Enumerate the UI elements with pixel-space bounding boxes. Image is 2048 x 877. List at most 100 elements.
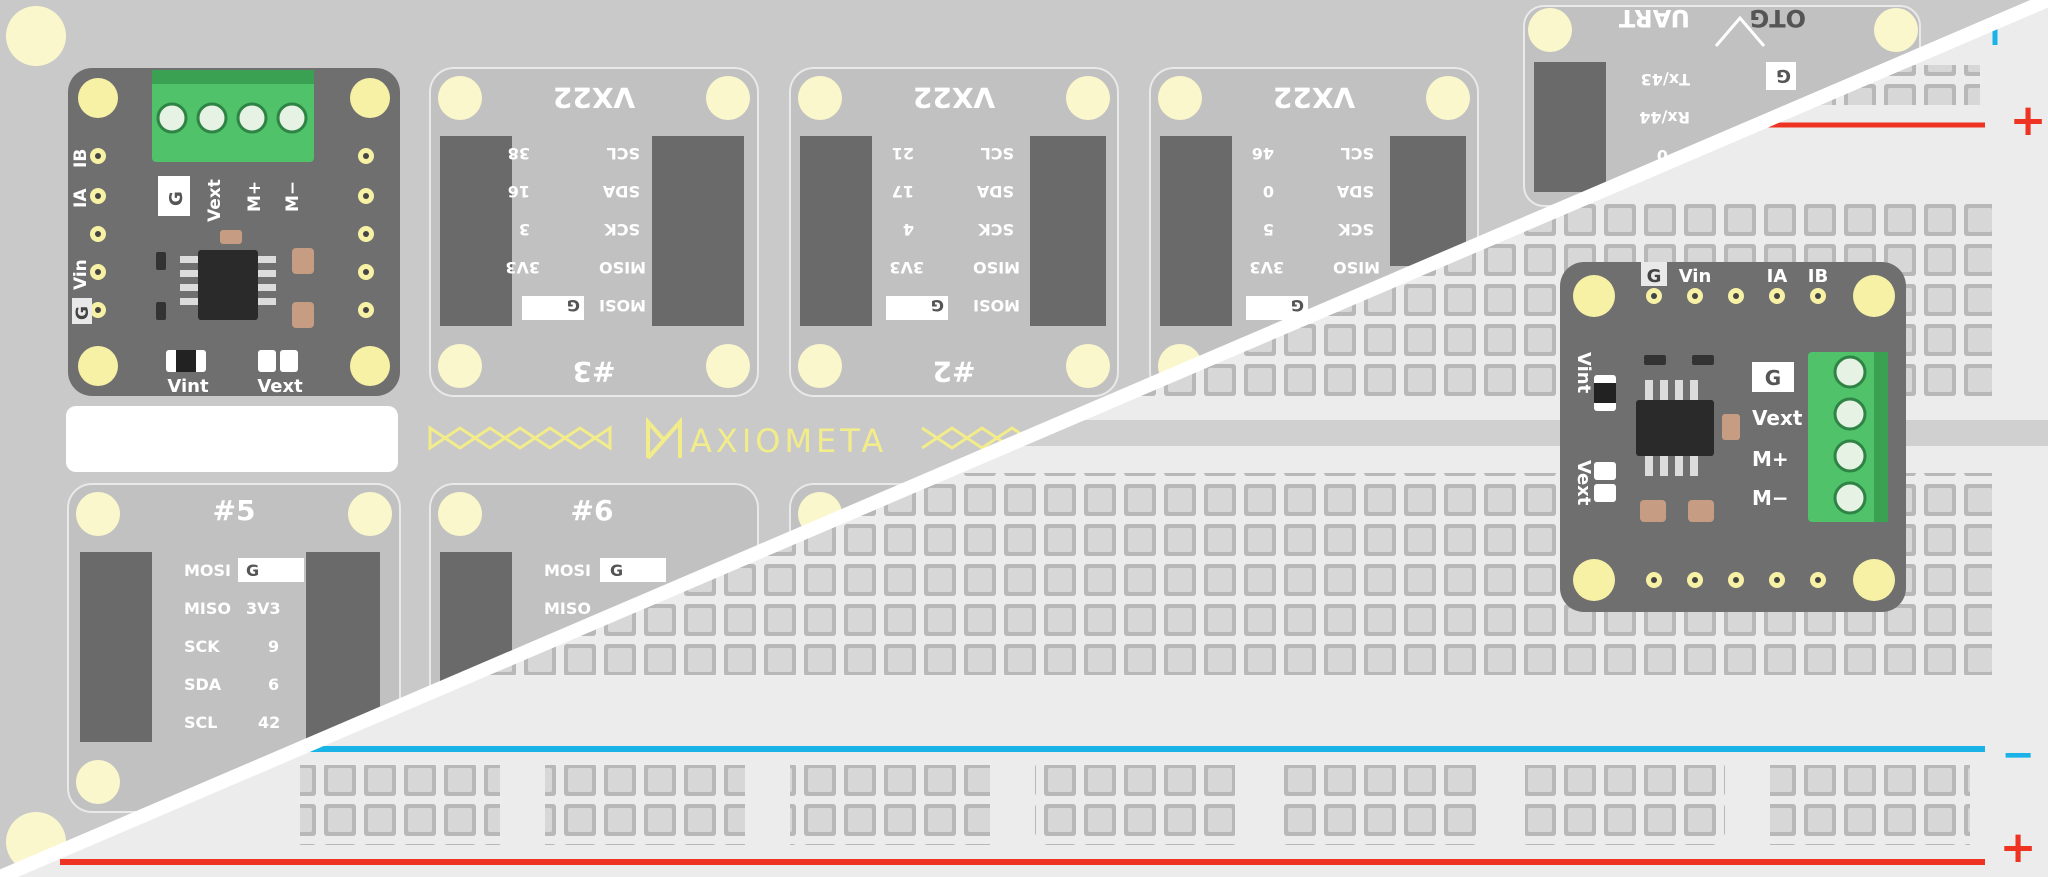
slot-name: VX22 — [1273, 81, 1355, 114]
slot-2[interactable]: VX22 #2 21 17 4 3V3 G SCL SDA SCK MISO M… — [789, 67, 1119, 397]
header-left — [1160, 136, 1232, 326]
vint-label: Vint — [167, 376, 209, 397]
header — [1534, 62, 1606, 192]
ground-tag — [158, 176, 190, 216]
svg-text:SCK: SCK — [978, 220, 1014, 239]
terminal-label-mminus: M− — [283, 181, 303, 212]
svg-text:SDA: SDA — [602, 182, 640, 201]
svg-text:MISO: MISO — [184, 599, 231, 618]
ground-label-bg — [1641, 262, 1667, 286]
svg-text:3: 3 — [519, 220, 530, 239]
header-right — [306, 552, 380, 742]
svg-text:MISO: MISO — [1333, 258, 1380, 277]
mount-hole — [78, 346, 118, 386]
svg-text:SDA: SDA — [976, 182, 1014, 201]
ic-legs — [180, 256, 276, 305]
header-right — [652, 136, 744, 326]
ic-legs — [1645, 380, 1698, 476]
driver-module-right[interactable]: G Vin IA IB Vin — [1560, 262, 1906, 612]
otg-label: OTG — [1750, 4, 1806, 32]
svg-text:SCL: SCL — [1341, 144, 1374, 163]
svg-text:SDA: SDA — [1336, 182, 1374, 201]
pin-label-vin: Vin — [71, 259, 91, 290]
svg-text:17: 17 — [892, 182, 914, 201]
mount-hole — [1573, 275, 1615, 317]
svg-text:3V3: 3V3 — [889, 258, 924, 277]
mount-hole — [78, 78, 118, 118]
smd-part — [156, 302, 166, 320]
bottom-rail-minus-sign: − — [2001, 732, 2035, 778]
ground-label-bg — [72, 298, 92, 324]
svg-text:MOSI: MOSI — [973, 296, 1020, 315]
pin-values: G — [600, 558, 666, 582]
pin-label-g: G — [73, 306, 93, 320]
slot-number: #6 — [571, 494, 614, 527]
pin-labels-left: 21 17 4 3V3 G — [886, 144, 948, 320]
header-left — [800, 136, 872, 326]
right-pin-column — [358, 148, 374, 318]
driver-ic-chip — [198, 250, 258, 320]
svg-text:3V3: 3V3 — [505, 258, 540, 277]
pin-labels: MOSI MISO SCK SDA SCL — [184, 561, 231, 732]
svg-text:MISO: MISO — [544, 599, 591, 618]
smd-part — [1692, 355, 1714, 365]
mount-hole — [1573, 559, 1615, 601]
svg-text:SCL: SCL — [184, 713, 217, 732]
smd-part — [156, 252, 166, 270]
header-right — [1030, 136, 1106, 326]
slot-name: VX22 — [553, 81, 635, 114]
terminal-label-mplus: M+ — [245, 181, 265, 212]
pin-label-ib: IB — [1808, 266, 1828, 287]
top-pin-row — [1646, 288, 1826, 304]
capacitor — [292, 302, 314, 328]
uart-ground-label: G — [1776, 65, 1791, 86]
resistor — [220, 230, 242, 244]
svg-text:0: 0 — [1657, 146, 1668, 165]
svg-text:0: 0 — [1263, 182, 1274, 201]
uart-pin-labels: Tx/43 Rx/44 0 — [1639, 70, 1690, 165]
svg-text:9: 9 — [268, 637, 279, 656]
uart-title: UART — [1618, 4, 1690, 32]
slot-number: #3 — [573, 355, 616, 388]
screw-terminal-block[interactable] — [1808, 352, 1888, 522]
vext-jumper[interactable] — [1594, 462, 1616, 480]
svg-text:MOSI: MOSI — [184, 561, 231, 580]
top-rail-plus-sign: + — [2010, 95, 2047, 146]
mount-hole — [1853, 275, 1895, 317]
svg-text:3V3: 3V3 — [1249, 258, 1284, 277]
vext-jumper[interactable] — [258, 350, 276, 372]
slot-3[interactable]: VX22 #3 38 16 3 3V3 G SCL SDA SCK MISO M… — [429, 67, 759, 397]
zigzag-decoration — [428, 425, 612, 451]
capacitor — [1640, 500, 1666, 522]
left-pin-column — [90, 148, 106, 318]
terminal-label-mminus: M− — [1752, 486, 1789, 510]
svg-text:MISO: MISO — [599, 258, 646, 277]
svg-text:4: 4 — [903, 220, 914, 239]
svg-text:Tx/43: Tx/43 — [1641, 70, 1690, 89]
slot-number: #2 — [933, 355, 976, 388]
pin-labels-right: SCL SDA SCK MISO — [1333, 144, 1380, 277]
svg-text:Rx/44: Rx/44 — [1639, 108, 1690, 127]
capacitor — [1688, 500, 1714, 522]
chevron-icon — [1714, 15, 1766, 47]
pin-labels-left: 38 16 3 3V3 G — [505, 144, 584, 320]
svg-text:G: G — [1291, 296, 1304, 315]
svg-text:SCK: SCK — [1338, 220, 1374, 239]
resistor — [1722, 414, 1740, 440]
slot-5[interactable]: #5 MOSI MISO SCK SDA SCL G 3V3 9 6 42 — [67, 483, 401, 813]
svg-text:G: G — [246, 561, 259, 580]
screw-terminal-block[interactable] — [152, 70, 314, 162]
pin-labels-left: 46 0 5 3V3 G — [1246, 144, 1308, 320]
header-right — [1390, 136, 1466, 266]
terminal-ground-label: G — [166, 191, 187, 206]
svg-text:6: 6 — [268, 675, 279, 694]
svg-text:SCK: SCK — [604, 220, 640, 239]
vint-label: Vint — [1573, 352, 1594, 394]
pin-labels-right: SCL SDA SCK MISO MOSI — [599, 144, 646, 315]
driver-module-top[interactable]: IB IA Vin G G Vext M+ M− — [68, 68, 400, 397]
pin-labels-right: SCL SDA SCK MISO MOSI — [973, 144, 1020, 315]
mount-hole — [350, 346, 390, 386]
